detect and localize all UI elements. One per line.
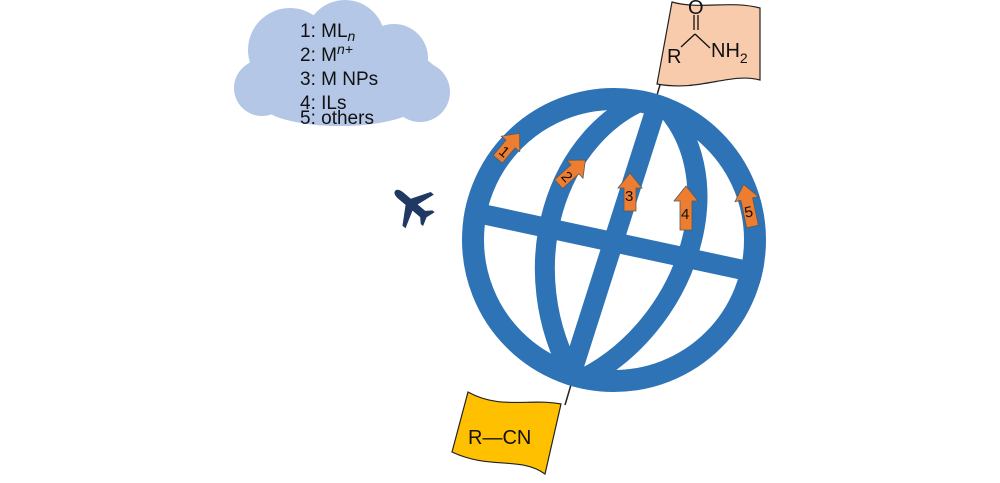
arrow-5: 5 (734, 183, 760, 229)
legend-cloud: 1: MLn 2: Mn+ 3: M NPs 4: ILs 5: others (234, 0, 450, 129)
legend-item-2: 2: Mn+ (300, 41, 353, 66)
product-o: O (688, 0, 704, 19)
product-bond-2 (694, 33, 711, 49)
arrow-2: 2 (554, 159, 586, 190)
globe-left-arc (535, 88, 658, 388)
globe-meridian (553, 88, 675, 392)
reactant-formula: R—CN (468, 427, 531, 449)
arrow-4: 4 (673, 185, 699, 231)
arrow-3: 3 (617, 172, 643, 212)
globe (462, 88, 766, 392)
product-bond-1 (680, 33, 696, 48)
legend-item-3: 3: M NPs (300, 69, 378, 90)
legend-item-1: 1: MLn (300, 21, 356, 44)
flag-product: R O NH2 (656, 0, 761, 87)
svg-text:5: 5 (743, 203, 755, 221)
product-r: R (667, 46, 681, 68)
cloud-shape (234, 0, 450, 126)
legend-item-5: 5: others (300, 108, 374, 129)
flag-reactant: R—CN (451, 391, 562, 476)
svg-text:3: 3 (625, 188, 633, 205)
legend-item-4: 4: ILs (300, 93, 347, 114)
globe-right-arc (571, 88, 708, 392)
product-nh2: NH2 (711, 40, 748, 66)
globe-ring (462, 88, 766, 392)
airplane-icon (394, 189, 435, 229)
svg-text:4: 4 (681, 206, 689, 223)
